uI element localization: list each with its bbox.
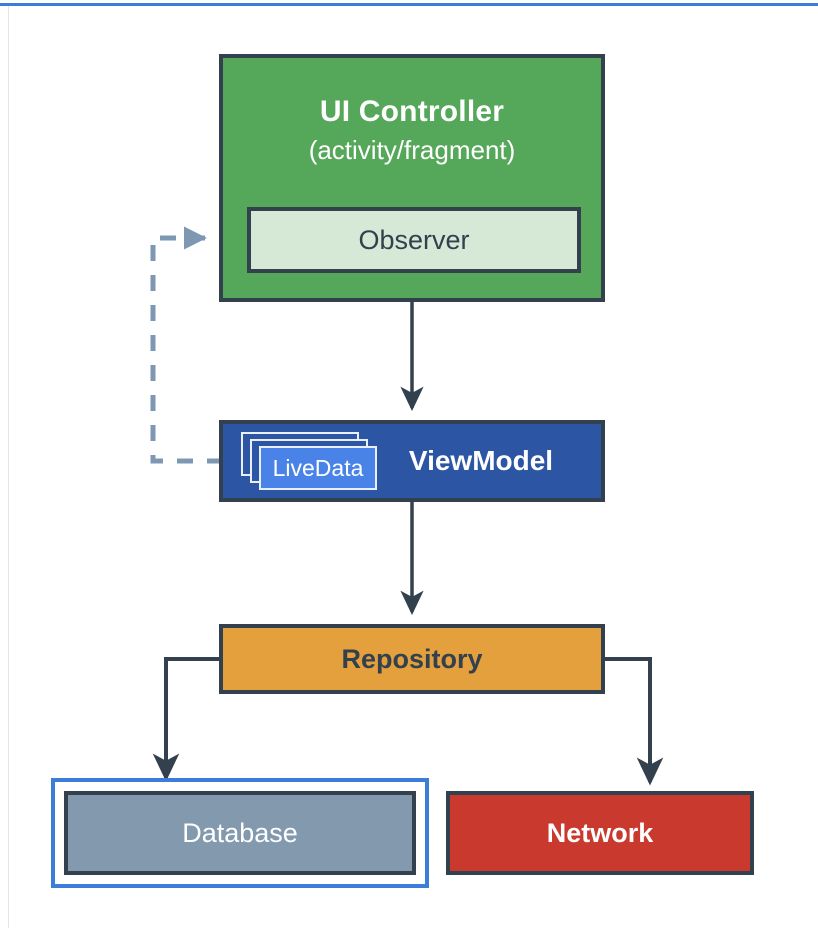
livedata-card-front[interactable]: LiveData	[259, 446, 377, 490]
ui-controller-title: UI Controller	[319, 95, 505, 128]
observer-label: Observer	[358, 224, 470, 255]
viewmodel-label: ViewModel	[408, 445, 554, 476]
node-observer[interactable]: Observer	[247, 207, 581, 273]
node-database[interactable]: Database	[64, 791, 416, 875]
edge-repository-to-network	[605, 657, 664, 786]
node-ui-controller[interactable]: UI Controller (activity/fragment) Observ…	[219, 54, 605, 302]
node-viewmodel[interactable]: LiveData ViewModel	[219, 420, 605, 502]
edge-repository-to-database	[152, 657, 219, 782]
left-guide-line	[8, 6, 9, 928]
top-selection-line	[0, 3, 818, 6]
network-label: Network	[546, 817, 654, 848]
livedata-stack[interactable]: LiveData	[241, 432, 386, 494]
node-repository[interactable]: Repository	[219, 624, 605, 694]
livedata-label: LiveData	[272, 454, 364, 481]
database-label: Database	[182, 817, 298, 848]
node-network[interactable]: Network	[446, 791, 754, 875]
ui-controller-subtitle: (activity/fragment)	[308, 135, 516, 166]
repository-label: Repository	[341, 643, 483, 674]
